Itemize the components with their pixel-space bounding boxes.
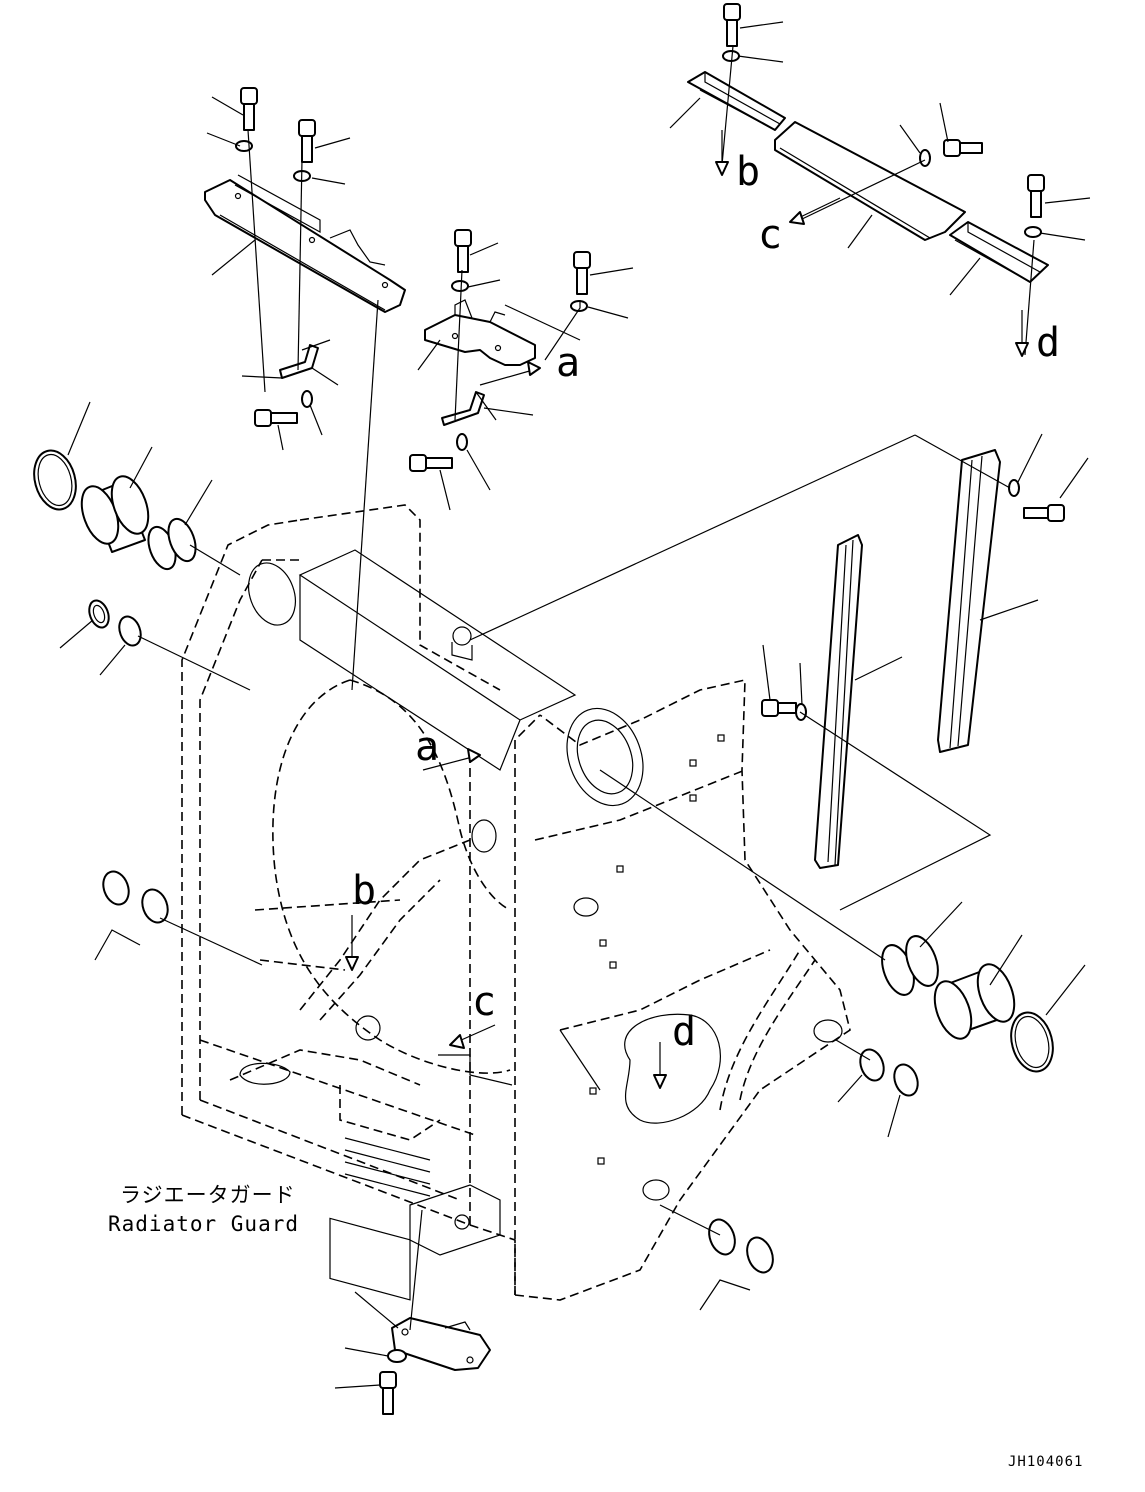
sleeve-icon <box>147 517 197 571</box>
washer-icon <box>1024 226 1042 238</box>
top-left-cover <box>204 174 406 313</box>
ref-letter-b-frame: b <box>352 868 376 914</box>
bushings <box>33 449 1054 1274</box>
bolt-icon <box>1023 504 1065 522</box>
side-seal-strips <box>814 449 1001 869</box>
sleeve-icon <box>80 475 150 553</box>
washer-icon <box>919 149 931 167</box>
bushing-icon <box>859 1048 919 1097</box>
o-ring-icon <box>33 449 77 511</box>
ref-letter-d-frame: d <box>672 1009 696 1055</box>
ref-letter-a-frame: a <box>415 724 439 770</box>
bolt-icon <box>298 119 316 163</box>
top-right-covers <box>687 71 1049 283</box>
sleeve-icon <box>933 963 1016 1040</box>
small-brackets <box>279 344 485 426</box>
radiator-guard-frame <box>181 504 851 1301</box>
bolt-icon <box>761 699 797 717</box>
top-center-bracket <box>424 299 536 366</box>
washer-icon <box>1008 479 1020 497</box>
sleeve-icon <box>881 935 939 996</box>
bushing-icon <box>708 1218 774 1274</box>
bolt-icon <box>454 229 472 273</box>
washer-icon <box>451 280 469 292</box>
bolt-icon <box>254 409 298 427</box>
washer-icon <box>456 433 468 451</box>
caption-japanese: ラジエータガード <box>120 1183 296 1207</box>
bolt-icon <box>1027 174 1045 218</box>
ref-letter-c-frame: c <box>472 979 496 1025</box>
reference-letters: a a b b c c d d <box>352 149 1060 1055</box>
ref-letter-a-top: a <box>556 340 580 386</box>
ref-letter-c-top: c <box>758 212 782 258</box>
washers <box>235 50 1042 1363</box>
washer-icon <box>301 390 313 408</box>
frame-details <box>239 549 843 1301</box>
bolt-icon <box>409 454 453 472</box>
drawing-code: JH104061 <box>1008 1454 1083 1470</box>
washer-icon <box>235 140 253 152</box>
bolt-icon <box>943 139 983 157</box>
bolt-icon <box>379 1371 397 1415</box>
washer-icon <box>387 1349 407 1363</box>
bolt-icon <box>240 87 258 131</box>
o-ring-icon <box>1010 1011 1054 1073</box>
ref-letter-d-top: d <box>1036 320 1060 366</box>
callout-leaders <box>59 21 1091 1389</box>
assembly-lines <box>137 45 1035 1331</box>
bolts <box>240 3 1065 1415</box>
bolt-icon <box>573 251 591 295</box>
washer-icon <box>722 50 740 62</box>
bottom-plate <box>391 1317 491 1371</box>
caption-english: Radiator Guard <box>108 1212 299 1236</box>
ref-letter-b-top: b <box>736 149 760 195</box>
bolt-icon <box>723 3 741 47</box>
bushing-icon <box>88 599 110 629</box>
bushing-icon <box>102 870 169 924</box>
washer-icon <box>570 300 588 312</box>
bushing-icon <box>118 615 142 647</box>
